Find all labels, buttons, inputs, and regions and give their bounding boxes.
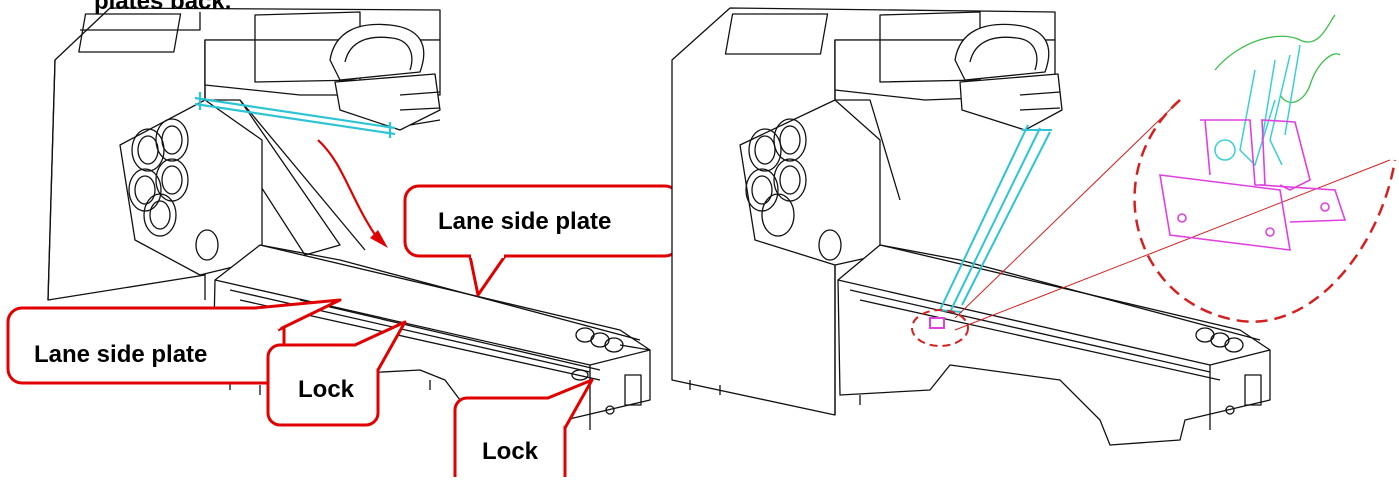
callout-text-lane-side-plate-top: Lane side plate (438, 208, 612, 235)
callout-text-lane-side-plate-left: Lane side plate (34, 341, 208, 368)
callout-lock-middle (266, 320, 407, 427)
callout-lock-bottom (453, 378, 594, 482)
callout-text-lock-bottom: Lock (482, 438, 539, 465)
right-raised-side-plate (937, 124, 1052, 313)
callout-lane-side-plate-top (403, 184, 681, 297)
callout-text-lock-middle: Lock (298, 376, 355, 403)
left-highlighted-rail (194, 92, 396, 138)
motion-arrow (317, 139, 388, 248)
instruction-heading: plates back. (94, 0, 232, 15)
right-machine-drawing (671, 7, 1271, 446)
left-machine-drawing (47, 7, 651, 446)
hinge-zoom-detail (1133, 14, 1397, 323)
callout-lane-side-plate-left (6, 298, 342, 385)
